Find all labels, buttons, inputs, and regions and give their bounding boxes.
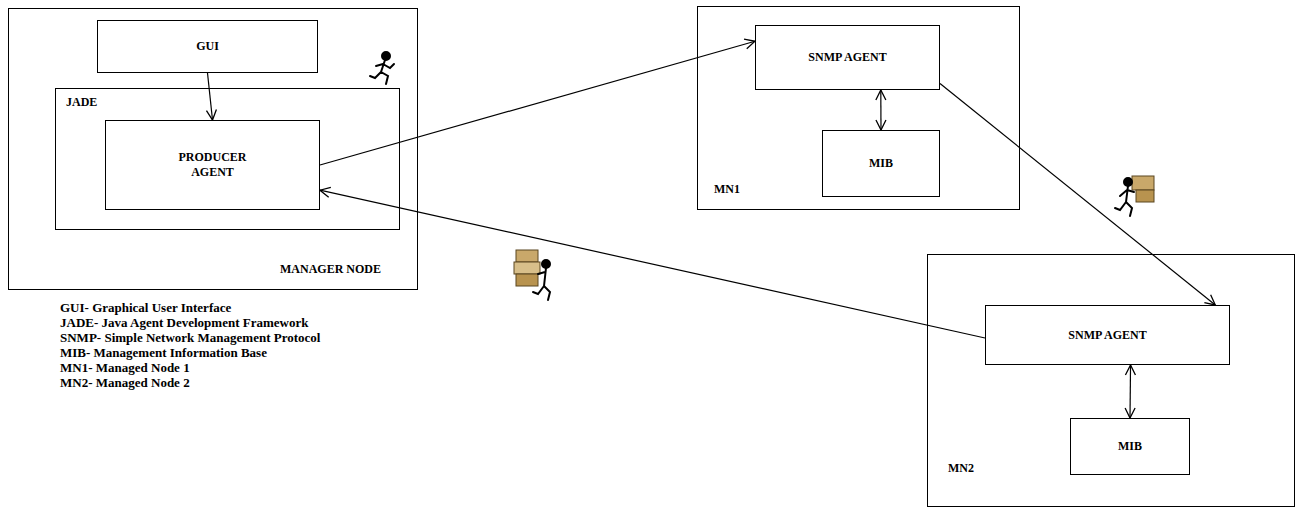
connector-arrow — [208, 73, 213, 120]
connector-arrow — [940, 84, 1215, 306]
producer-agent-box: PRODUCER AGENT — [105, 120, 320, 210]
abbreviation-key: GUI- Graphical User Interface — [60, 300, 231, 315]
abbreviation-key: MN2- Managed Node 2 — [60, 375, 190, 390]
box-label: MIB — [869, 156, 893, 171]
jade-container: JADE PRODUCER AGENT — [55, 88, 400, 230]
managed-node-box: MN2 SNMP AGENT MIB — [927, 254, 1295, 507]
connector-arrow — [1129, 365, 1131, 418]
running-agent-with-packages-icon — [514, 250, 550, 300]
connector-arrow — [880, 90, 881, 130]
box-label: PRODUCER AGENT — [163, 150, 263, 180]
abbreviation-key: SNMP- Simple Network Management Protocol — [60, 330, 320, 345]
manager-node-box: MANAGER NODE GUI JADE PRODUCER AGENT — [8, 8, 418, 290]
box-label: GUI — [196, 39, 219, 54]
connector-arrow — [320, 190, 985, 338]
abbreviation-key: JADE- Java Agent Development Framework — [60, 315, 308, 330]
snmp-agent-box: SNMP AGENT — [985, 305, 1230, 365]
box-label: MIB — [1118, 439, 1142, 454]
node-heading: MN1 — [714, 182, 740, 197]
running-agent-with-package-icon — [1115, 176, 1154, 216]
node-heading: JADE — [66, 95, 97, 110]
running-agent-icon — [370, 52, 394, 84]
node-heading: MN2 — [948, 461, 974, 476]
mib-box: MIB — [1070, 418, 1190, 475]
abbreviation-key: MN1- Managed Node 1 — [60, 360, 190, 375]
connector-arrow — [320, 41, 755, 165]
box-label: SNMP AGENT — [808, 50, 886, 65]
node-heading: MANAGER NODE — [280, 262, 381, 277]
abbreviation-key: MIB- Management Information Base — [60, 345, 267, 360]
box-label: SNMP AGENT — [1068, 328, 1146, 343]
mib-box: MIB — [822, 130, 940, 197]
gui-box: GUI — [97, 20, 318, 73]
managed-node-box: MN1 SNMP AGENT MIB — [697, 6, 1020, 210]
snmp-agent-box: SNMP AGENT — [755, 25, 940, 90]
